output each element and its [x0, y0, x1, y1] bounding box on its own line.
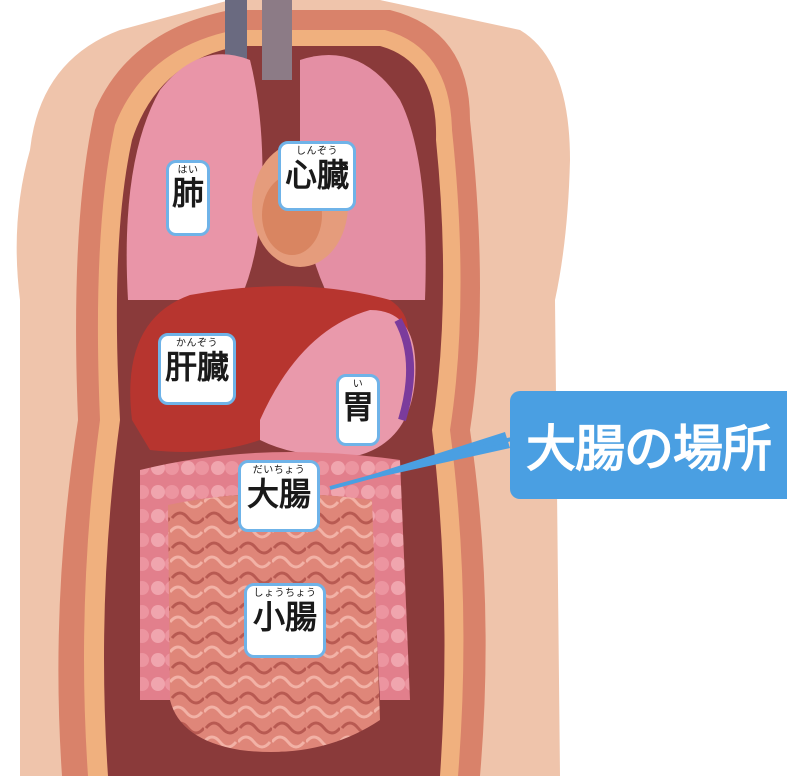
label-lung: はい 肺: [166, 160, 210, 236]
callout-text: 大腸の場所: [526, 409, 771, 481]
label-heart: しんぞう 心臓: [278, 141, 356, 211]
label-heart-kanji: 心臓: [281, 157, 353, 193]
label-liver-kanji: 肝臓: [161, 349, 233, 385]
label-small-intestine-kanji: 小腸: [247, 599, 323, 635]
label-large-intestine: だいちょう 大腸: [238, 460, 320, 532]
label-lung-kanji: 肺: [169, 176, 207, 210]
label-liver: かんぞう 肝臓: [158, 333, 236, 405]
label-stomach: い 胃: [336, 374, 380, 446]
label-small-intestine: しょうちょう 小腸: [244, 583, 326, 658]
callout-box: 大腸の場所: [510, 391, 787, 499]
trachea: [262, 0, 292, 80]
label-stomach-kanji: 胃: [339, 390, 377, 424]
label-large-intestine-kanji: 大腸: [241, 476, 317, 512]
